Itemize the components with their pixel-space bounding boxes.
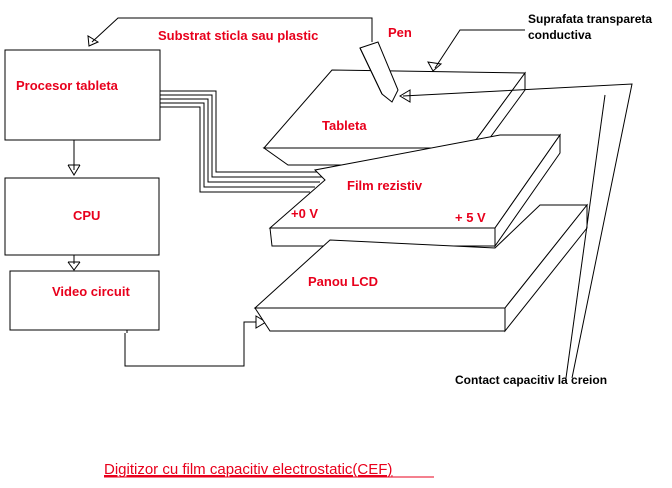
substrat-pointer — [87, 17, 373, 47]
film-rezistiv-slab — [268, 133, 561, 248]
tableta-label: Tableta — [322, 118, 367, 133]
film-rezistiv-label: Film rezistiv — [347, 178, 423, 193]
five-volt-label: + 5 V — [455, 210, 486, 225]
pen-label: Pen — [388, 25, 412, 40]
cpu-to-video-arrow — [67, 255, 81, 271]
cpu-box — [4, 177, 160, 256]
contact-capacitiv-label: Contact capacitiv la creion — [455, 373, 607, 387]
processor-film-wires — [160, 90, 330, 193]
panou-lcd-label: Panou LCD — [308, 274, 378, 289]
video-circuit-box — [9, 270, 160, 331]
zero-volt-label: +0 V — [291, 206, 318, 221]
procesor-tableta-box — [4, 49, 161, 141]
suprafata-label-line2: conductiva — [528, 28, 592, 42]
procesor-to-cpu-arrow — [67, 140, 81, 176]
substrat-label: Substrat sticla sau plastic — [158, 28, 318, 43]
cpu-label: CPU — [73, 208, 100, 223]
contact-capacitiv-lines — [399, 83, 633, 379]
suprafata-label-line1: Suprafata transpareta — [528, 12, 652, 26]
panou-lcd-slab — [253, 203, 589, 333]
diagram-title: Digitizor cu film capacitiv electrostati… — [104, 461, 392, 478]
video-circuit-label: Video circuit — [52, 284, 130, 299]
procesor-tableta-label: Procesor tableta — [16, 78, 119, 93]
pen-stylus — [359, 41, 399, 103]
video-to-lcd-line — [124, 315, 267, 367]
suprafata-pointer — [427, 29, 525, 72]
